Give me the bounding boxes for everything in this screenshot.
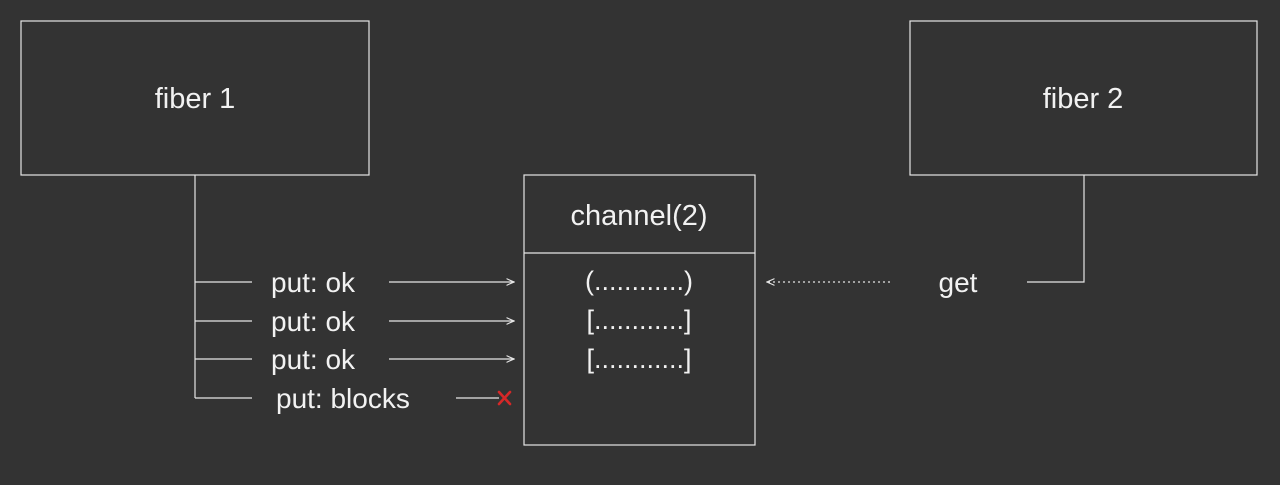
put-labels: put: ok put: ok put: ok put: blocks: [271, 267, 410, 414]
channel-box: [523, 174, 756, 446]
put-label: put: ok: [271, 306, 356, 337]
fiber-1-title: fiber 1: [155, 83, 236, 115]
fiber-2-connector: get: [767, 175, 1085, 298]
fiber-2-node: fiber 2: [909, 20, 1258, 176]
put-label: put: blocks: [276, 383, 410, 414]
fiber-1-connectors: [194, 175, 252, 399]
channel-title: channel(2): [570, 200, 707, 232]
fiber-1-node: fiber 1: [20, 20, 370, 176]
channel-slot: [............]: [586, 305, 691, 335]
channel-slot: (............): [585, 266, 693, 296]
get-label: get: [939, 267, 978, 298]
put-arrows: [389, 282, 514, 406]
put-label: put: ok: [271, 344, 356, 375]
channel-slot: [............]: [586, 344, 691, 374]
fiber-2-title: fiber 2: [1043, 83, 1124, 115]
blocked-cross-icon: [497, 390, 512, 406]
put-label: put: ok: [271, 267, 356, 298]
channel-node: channel(2) (............) [............]…: [523, 174, 756, 446]
get-branch-line: [1027, 175, 1085, 283]
